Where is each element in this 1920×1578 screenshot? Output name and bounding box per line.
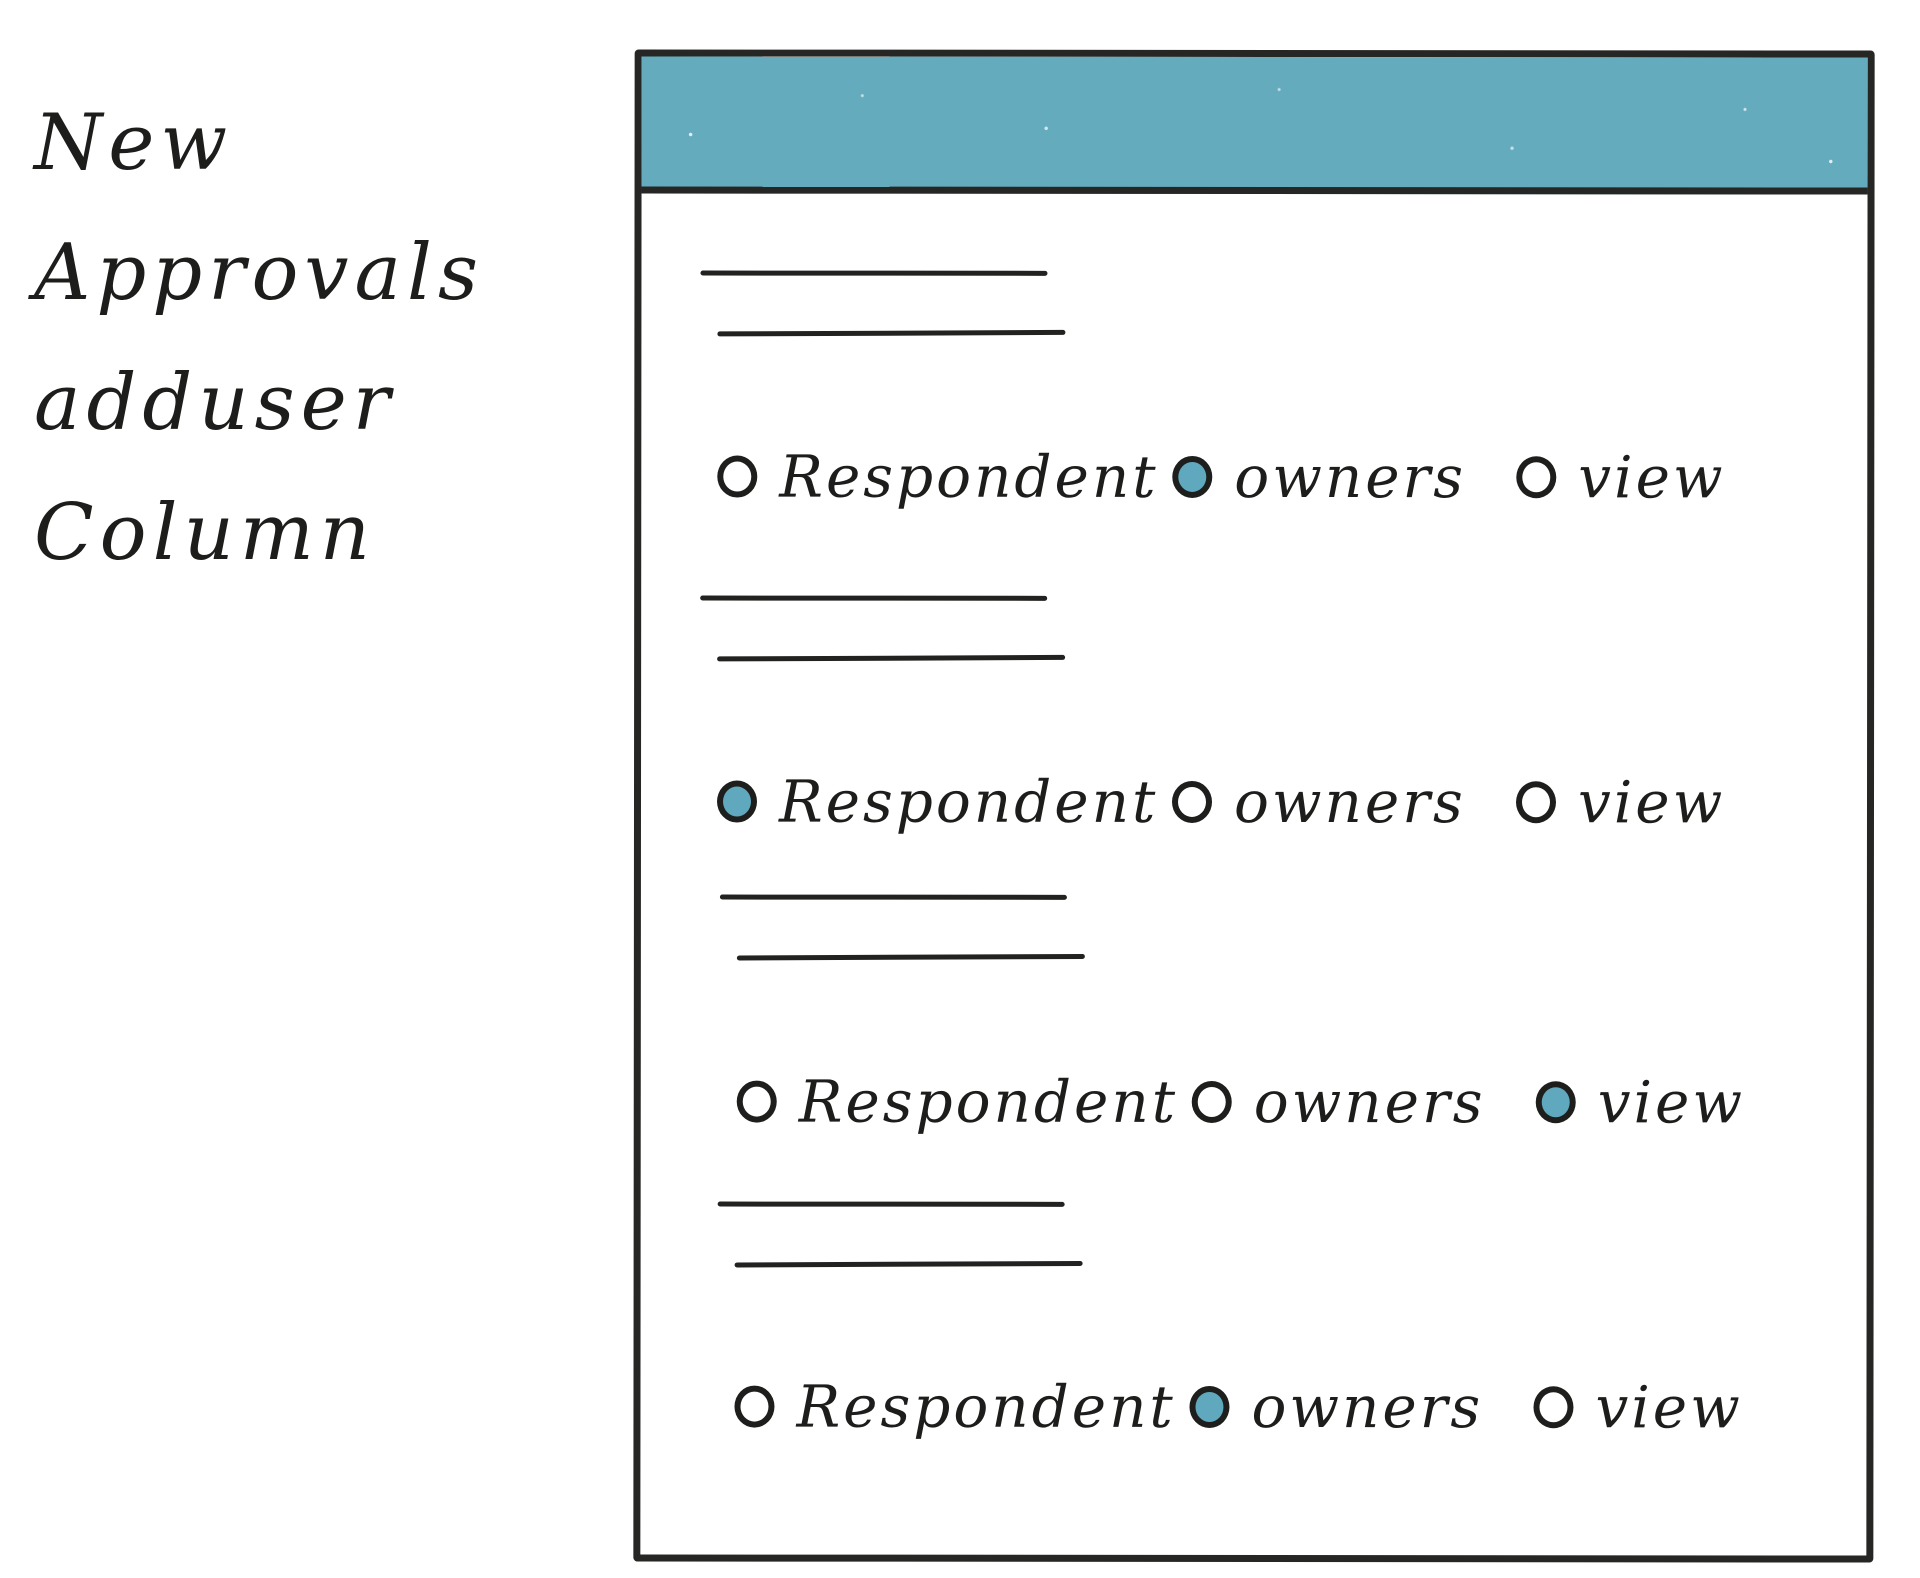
user-name-placeholder <box>700 595 1048 601</box>
user-name-placeholder <box>700 270 1048 276</box>
owners-option[interactable]: owners <box>1172 442 1516 512</box>
view-radio[interactable] <box>1515 781 1557 824</box>
owners-radio[interactable] <box>1172 455 1213 498</box>
view-radio[interactable] <box>1535 1081 1576 1124</box>
owners-radio[interactable] <box>1191 1080 1232 1123</box>
view-label: view <box>1597 1068 1746 1137</box>
note-line: adduser <box>34 358 397 448</box>
respondent-radio[interactable] <box>734 1385 775 1428</box>
user-permissions-panel: Respondent owners view Respondent owners… <box>633 49 1875 1563</box>
owners-radio[interactable] <box>1189 1385 1230 1428</box>
respondent-option[interactable]: Respondent <box>736 1067 1192 1136</box>
sketch-note: New Approvals adduser Column <box>34 78 594 598</box>
permission-row: Respondent owners view <box>716 757 1746 848</box>
owners-label: owners <box>1233 767 1466 837</box>
user-detail-placeholder <box>717 329 1066 337</box>
respondent-label: Respondent <box>779 442 1159 511</box>
view-option[interactable]: view <box>1535 1068 1766 1137</box>
respondent-radio[interactable] <box>716 780 758 823</box>
panel-header-bar <box>641 56 1868 195</box>
view-option[interactable]: view <box>1515 768 1746 837</box>
view-label: view <box>1578 443 1726 512</box>
owners-label: owners <box>1251 1372 1484 1442</box>
respondent-option[interactable]: Respondent <box>717 442 1172 511</box>
view-label: view <box>1577 768 1726 837</box>
view-radio[interactable] <box>1516 456 1557 499</box>
permission-row: Respondent owners view <box>734 1362 1763 1453</box>
respondent-radio[interactable] <box>736 1080 777 1123</box>
user-name-placeholder <box>717 1201 1065 1207</box>
owners-option[interactable]: owners <box>1189 1372 1533 1442</box>
owners-option[interactable]: owners <box>1191 1067 1536 1137</box>
respondent-label: Respondent <box>796 1372 1176 1441</box>
owners-option[interactable]: owners <box>1171 767 1516 837</box>
note-line: New <box>34 98 234 188</box>
note-line: Column <box>34 488 377 578</box>
respondent-label: Respondent <box>798 1067 1179 1136</box>
user-detail-placeholder <box>736 953 1085 961</box>
view-label: view <box>1595 1373 1743 1442</box>
permission-row: Respondent owners view <box>717 432 1746 523</box>
user-detail-placeholder <box>734 1260 1083 1268</box>
note-line: Approvals <box>34 228 484 318</box>
respondent-label: Respondent <box>778 767 1159 836</box>
view-option[interactable]: view <box>1533 1373 1763 1442</box>
respondent-option[interactable]: Respondent <box>734 1372 1189 1441</box>
user-name-placeholder <box>719 894 1067 900</box>
view-radio[interactable] <box>1533 1386 1574 1429</box>
respondent-radio[interactable] <box>717 455 758 498</box>
user-detail-placeholder <box>717 654 1066 662</box>
owners-label: owners <box>1234 442 1467 512</box>
respondent-option[interactable]: Respondent <box>716 767 1172 836</box>
owners-label: owners <box>1253 1067 1486 1137</box>
owners-radio[interactable] <box>1171 780 1213 823</box>
permission-row: Respondent owners view <box>736 1057 1766 1148</box>
view-option[interactable]: view <box>1516 443 1746 512</box>
